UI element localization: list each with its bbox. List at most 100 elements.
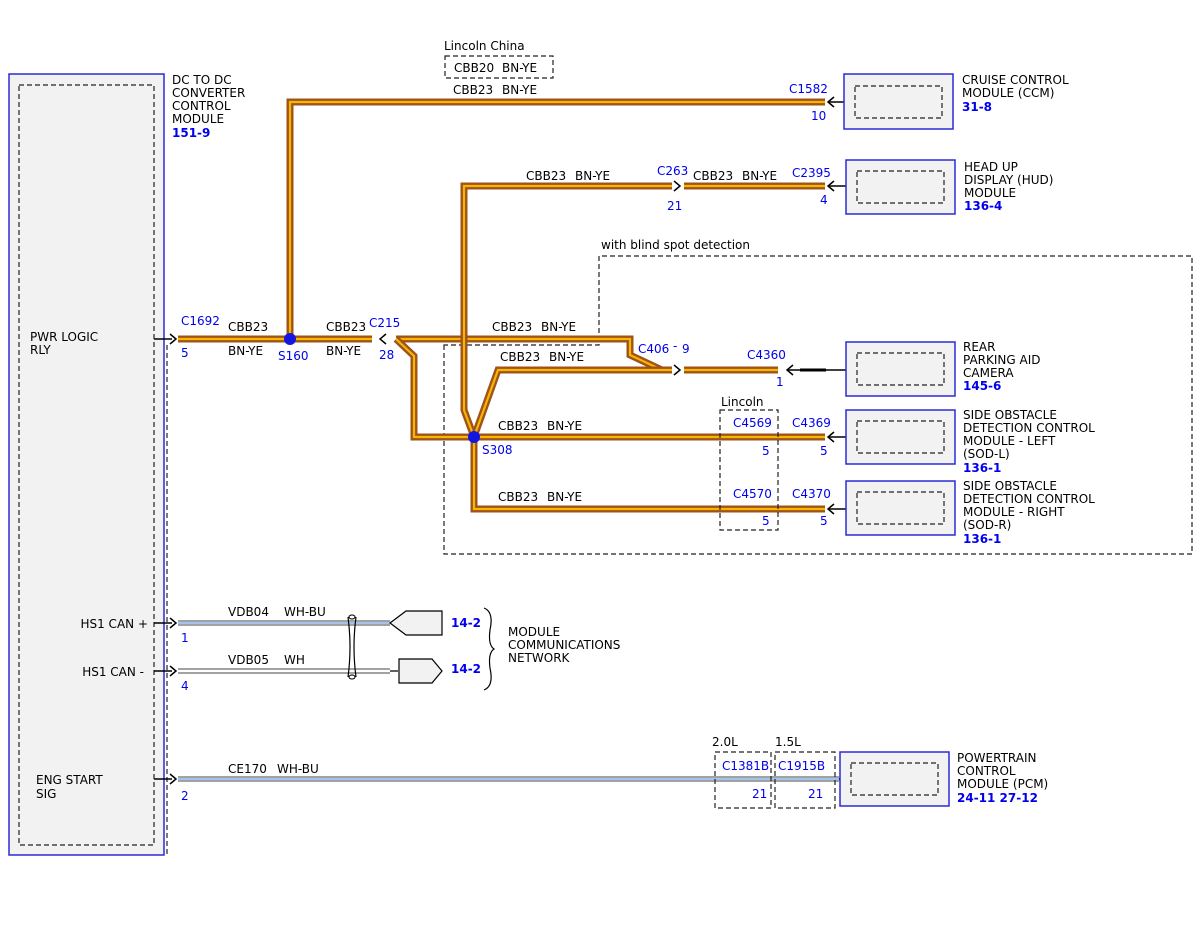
c215-pin-icon [378, 333, 387, 345]
c406-sep: - [673, 339, 677, 353]
rpa-ref-link[interactable]: 145-6 [963, 379, 1001, 393]
hs1-plus-pin: 1 [181, 631, 189, 645]
c4370-pin: 5 [820, 514, 828, 528]
rpa-title-3: CAMERA [963, 366, 1014, 380]
hs1-plus-offpage-icon [389, 610, 443, 636]
vdb04-color: WH-BU [284, 605, 326, 619]
c215-label: C215 [369, 316, 400, 330]
sodr-module: C4570 5 C4370 5 SIDE OBSTACLE DETECTION … [733, 479, 1095, 546]
pcm-ref-link[interactable]: 24-11 27-12 [957, 791, 1038, 805]
sodl-title-3: MODULE - LEFT [963, 434, 1056, 448]
rpa-module: C406 - 9 C4360 1 REAR PARKING AID CAMERA… [638, 339, 1041, 397]
c4569-label: C4569 [733, 416, 772, 430]
c215-pin: 28 [379, 348, 394, 362]
c1692-pin-icon [169, 333, 178, 345]
s160-label: S160 [278, 349, 309, 363]
sodr-title-1: SIDE OBSTACLE [963, 479, 1057, 493]
sodl-ref-link[interactable]: 136-1 [963, 461, 1001, 475]
eng-start-label-1: ENG START [36, 773, 103, 787]
blind-spot-region [443, 255, 1193, 555]
dcdc-title-2: CONVERTER [172, 86, 245, 100]
hs1-plus-ref-link[interactable]: 14-2 [451, 616, 481, 630]
ce170-code: CE170 [228, 762, 267, 776]
pcm-title-1: POWERTRAIN [957, 751, 1037, 765]
vdb04-code: VDB04 [228, 605, 269, 619]
wire-label-s160-code: CBB23 [326, 320, 366, 334]
hud-title-1: HEAD UP [964, 160, 1018, 174]
sodr-title-2: DETECTION CONTROL [963, 492, 1095, 506]
c2395-label: C2395 [792, 166, 831, 180]
c4570-pin: 5 [762, 514, 770, 528]
wire-label-rpa1-color: BN-YE [541, 320, 576, 334]
wire-label-rpa2-code: CBB23 [500, 350, 540, 364]
cbb20-code: CBB20 [454, 61, 494, 75]
pwr-logic-label-2: RLY [30, 343, 51, 357]
lincoln-label: Lincoln [721, 395, 764, 409]
sodr-title-3: MODULE - RIGHT [963, 505, 1065, 519]
sodr-ref-link[interactable]: 136-1 [963, 532, 1001, 546]
hs1-minus-pin-icon [169, 665, 178, 677]
network-label-2: COMMUNICATIONS [508, 638, 620, 652]
sodr-title-4: (SOD-R) [963, 518, 1011, 532]
wire-label-sodr-code: CBB23 [498, 490, 538, 504]
ce170-color: WH-BU [277, 762, 319, 776]
network-label-1: MODULE [508, 625, 560, 639]
pcm-title-3: MODULE (PCM) [957, 777, 1048, 791]
dcdc-module: DC TO DC CONVERTER CONTROL MODULE 151-9 … [8, 73, 245, 856]
wire-label-hud2-color: BN-YE [742, 169, 777, 183]
wire-label-hud1-code: CBB23 [526, 169, 566, 183]
hud-ref-link[interactable]: 136-4 [964, 199, 1002, 213]
c4360-label: C4360 [747, 348, 786, 362]
dcdc-inner-box [18, 84, 155, 846]
wire-label-c1692-color: BN-YE [228, 344, 263, 358]
hs1-can-plus-label: HS1 CAN + [80, 617, 148, 631]
rpa-title-2: PARKING AID [963, 353, 1041, 367]
c406-pin-icon [673, 364, 682, 376]
rpa-title-1: REAR [963, 340, 995, 354]
dcdc-title-3: CONTROL [172, 99, 231, 113]
pcm-title-2: CONTROL [957, 764, 1016, 778]
wire-label-ccm-code: CBB23 [453, 83, 493, 97]
dcdc-ref-link[interactable]: 151-9 [172, 126, 210, 140]
splice-s308 [468, 431, 480, 443]
c263-pin: 21 [667, 199, 682, 213]
vdb05-code: VDB05 [228, 653, 269, 667]
dcdc-title-1: DC TO DC [172, 73, 232, 87]
c4370-label: C4370 [792, 487, 831, 501]
wire-label-hud1-color: BN-YE [575, 169, 610, 183]
wire-label-rpa1-code: CBB23 [492, 320, 532, 334]
wire-label-c1692-code: CBB23 [228, 320, 268, 334]
wire-label-rpa2-color: BN-YE [549, 350, 584, 364]
c1692-label: C1692 [181, 314, 220, 328]
lincoln-china-label: Lincoln China [444, 39, 525, 53]
eng-start-label-2: SIG [36, 787, 56, 801]
lincoln-china-box [444, 55, 554, 79]
hs1-minus-ref-link[interactable]: 14-2 [451, 662, 481, 676]
ccm-ref-link[interactable]: 31-8 [962, 100, 992, 114]
c263-label: C263 [657, 164, 688, 178]
splice-s160 [284, 333, 296, 345]
c4360-pin: 1 [776, 375, 784, 389]
ccm-title-1: CRUISE CONTROL [962, 73, 1069, 87]
wire-label-hud2-code: CBB23 [693, 169, 733, 183]
dcdc-title-4: MODULE [172, 112, 224, 126]
hud-module: C263 21 C2395 4 HEAD UP DISPLAY (HUD) MO… [657, 159, 1053, 215]
pwr-logic-label-1: PWR LOGIC [30, 330, 98, 344]
wire-label-sodl-color: BN-YE [547, 419, 582, 433]
dcdc-module-box [8, 73, 165, 856]
eng-start-pin-icon [169, 773, 178, 785]
twisted-pair-icon [347, 616, 357, 678]
lincoln-box [719, 409, 779, 531]
network-brace-icon [483, 607, 496, 691]
ccm-module: C1582 10 CRUISE CONTROL MODULE (CCM) 31-… [789, 73, 1069, 130]
c4570-label: C4570 [733, 487, 772, 501]
c1381b-label: C1381B [722, 759, 769, 773]
hs1-minus-offpage-icon [390, 658, 443, 684]
network-label-3: NETWORK [508, 651, 571, 665]
sodl-module: C4569 5 C4369 5 SIDE OBSTACLE DETECTION … [733, 408, 1095, 475]
sodl-title-4: (SOD-L) [963, 447, 1010, 461]
c4369-label: C4369 [792, 416, 831, 430]
c1381b-pin: 21 [752, 787, 767, 801]
pcm-module: POWERTRAIN CONTROL MODULE (PCM) 24-11 27… [839, 751, 1048, 807]
